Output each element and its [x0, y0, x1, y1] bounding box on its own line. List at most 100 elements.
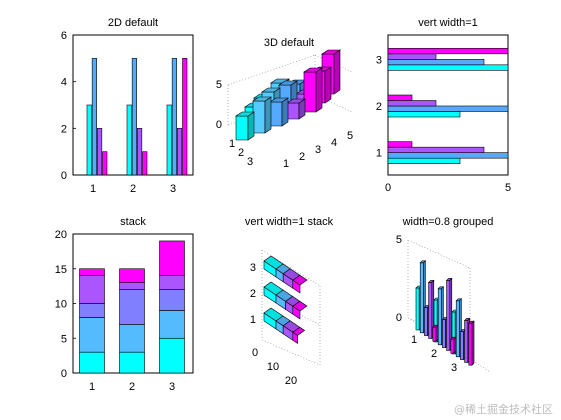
c2-row-label: 1 [229, 138, 235, 150]
c5-ytick-label: 3 [250, 262, 256, 274]
c6-bar-top [427, 280, 435, 283]
c5-title: vert width=1 stack [245, 216, 334, 228]
c2-bar-side [281, 97, 289, 127]
c6-ztick-label: 5 [396, 234, 402, 246]
c4-ytick-label: 10 [55, 299, 67, 311]
c5-xtick-label: 20 [285, 375, 297, 387]
c1-bar [86, 104, 92, 176]
c3-ytick-label: 3 [376, 54, 382, 66]
c3-xtick-label: 5 [505, 182, 511, 194]
c3-bar [387, 141, 413, 148]
c6-title: width=0.8 grouped [402, 216, 494, 228]
c6-bar-front [432, 326, 437, 342]
c2-col-label: 5 [347, 130, 353, 142]
c6-bar-front [446, 280, 451, 351]
c5-xtick-label: 10 [267, 361, 279, 373]
c2-grid [227, 54, 316, 86]
c2-bar-top [269, 97, 289, 103]
c4-ytick-label: 20 [55, 229, 67, 241]
c1-bar [97, 128, 103, 176]
c6-grid [407, 239, 471, 269]
c1-bar [142, 151, 148, 176]
c5-ytick-label: 2 [250, 288, 256, 300]
c6-bar-front [450, 338, 455, 354]
c2-ztick-label: 5 [216, 79, 222, 91]
c1-bar [137, 128, 143, 176]
c6-bar-top [455, 298, 463, 302]
c5-bar-top [292, 300, 308, 312]
c6-grid [407, 317, 491, 373]
c2-row-label: 2 [238, 147, 244, 159]
c6-ztick-label: 0 [396, 312, 402, 324]
c4-bar [119, 268, 145, 283]
c4-ytick-label: 15 [55, 264, 67, 276]
c3-bar [387, 105, 509, 112]
c5-bar-top [292, 274, 308, 286]
watermark: @稀土掘金技术社区 [454, 403, 553, 416]
c4-ytick-label: 0 [61, 368, 67, 380]
c6-bar-top [450, 336, 457, 340]
c6-bar-side [471, 320, 475, 366]
c1-ytick-label: 0 [61, 170, 67, 182]
c4-bar [119, 289, 145, 325]
c6-bar-front [460, 331, 464, 360]
c1-bar [126, 104, 132, 176]
c6-bar-top [463, 318, 471, 321]
c2-bar-front [286, 102, 300, 120]
c1-title: 2D default [108, 17, 158, 29]
c1-ytick-label: 2 [61, 123, 67, 135]
c2-bar-front [252, 100, 266, 134]
c4-bar [119, 351, 145, 374]
c6-bar-front [419, 262, 424, 334]
c4-bar [159, 275, 185, 290]
c6-bar-top [419, 260, 427, 264]
c4-bar [79, 303, 105, 318]
c2-bar-front [269, 101, 283, 127]
c4-bar [79, 268, 105, 276]
c2-bar-top [321, 49, 341, 55]
c4-bar [119, 282, 145, 290]
c1-bar [166, 104, 172, 176]
c2-col-label: 1 [283, 158, 289, 170]
c4-bar [79, 317, 105, 353]
c4-bar [79, 351, 105, 374]
c6-bar-front [437, 288, 442, 346]
c5-xtick-label: 0 [252, 347, 258, 359]
c2-title: 3D default [264, 37, 314, 49]
c2-bar-top [235, 111, 255, 117]
c2-bar-side [315, 67, 323, 113]
c6-bar-top [437, 286, 445, 290]
c4-bar [159, 310, 185, 339]
c2-bar-top [252, 96, 272, 102]
c2-bar-top [278, 80, 298, 86]
c3-bar [387, 111, 461, 118]
c1-bar [177, 128, 183, 176]
c4-bar [159, 289, 185, 311]
c4-bar [159, 337, 185, 374]
c5-ytick-label: 1 [250, 314, 256, 326]
c5-bar-top [292, 326, 306, 336]
c4-xtick-label: 1 [89, 381, 95, 393]
c1-ytick-label: 6 [61, 30, 67, 42]
c2-bar-side [324, 66, 332, 104]
c4-ytick-label: 5 [61, 333, 67, 345]
c2-row-label: 3 [247, 156, 253, 168]
c6-bar-front [442, 319, 446, 348]
c4-bar [119, 324, 145, 353]
c3-bar [387, 157, 461, 164]
c3-bar [387, 48, 509, 55]
c1-xtick-label: 1 [90, 183, 96, 195]
c2-col-label: 3 [315, 144, 321, 156]
c2-bar-side [264, 96, 272, 134]
c6-bar-side [453, 336, 457, 354]
c1-bar [131, 58, 137, 176]
c2-ztick-label: 0 [216, 119, 222, 131]
c4-bar [159, 240, 185, 276]
c6-bar-front [428, 282, 433, 339]
c6-bar-front [464, 320, 469, 363]
c3-bar [387, 100, 437, 107]
c3-bar [387, 146, 485, 153]
c6-bar-front [455, 300, 460, 358]
c2-bar-top [261, 87, 281, 93]
